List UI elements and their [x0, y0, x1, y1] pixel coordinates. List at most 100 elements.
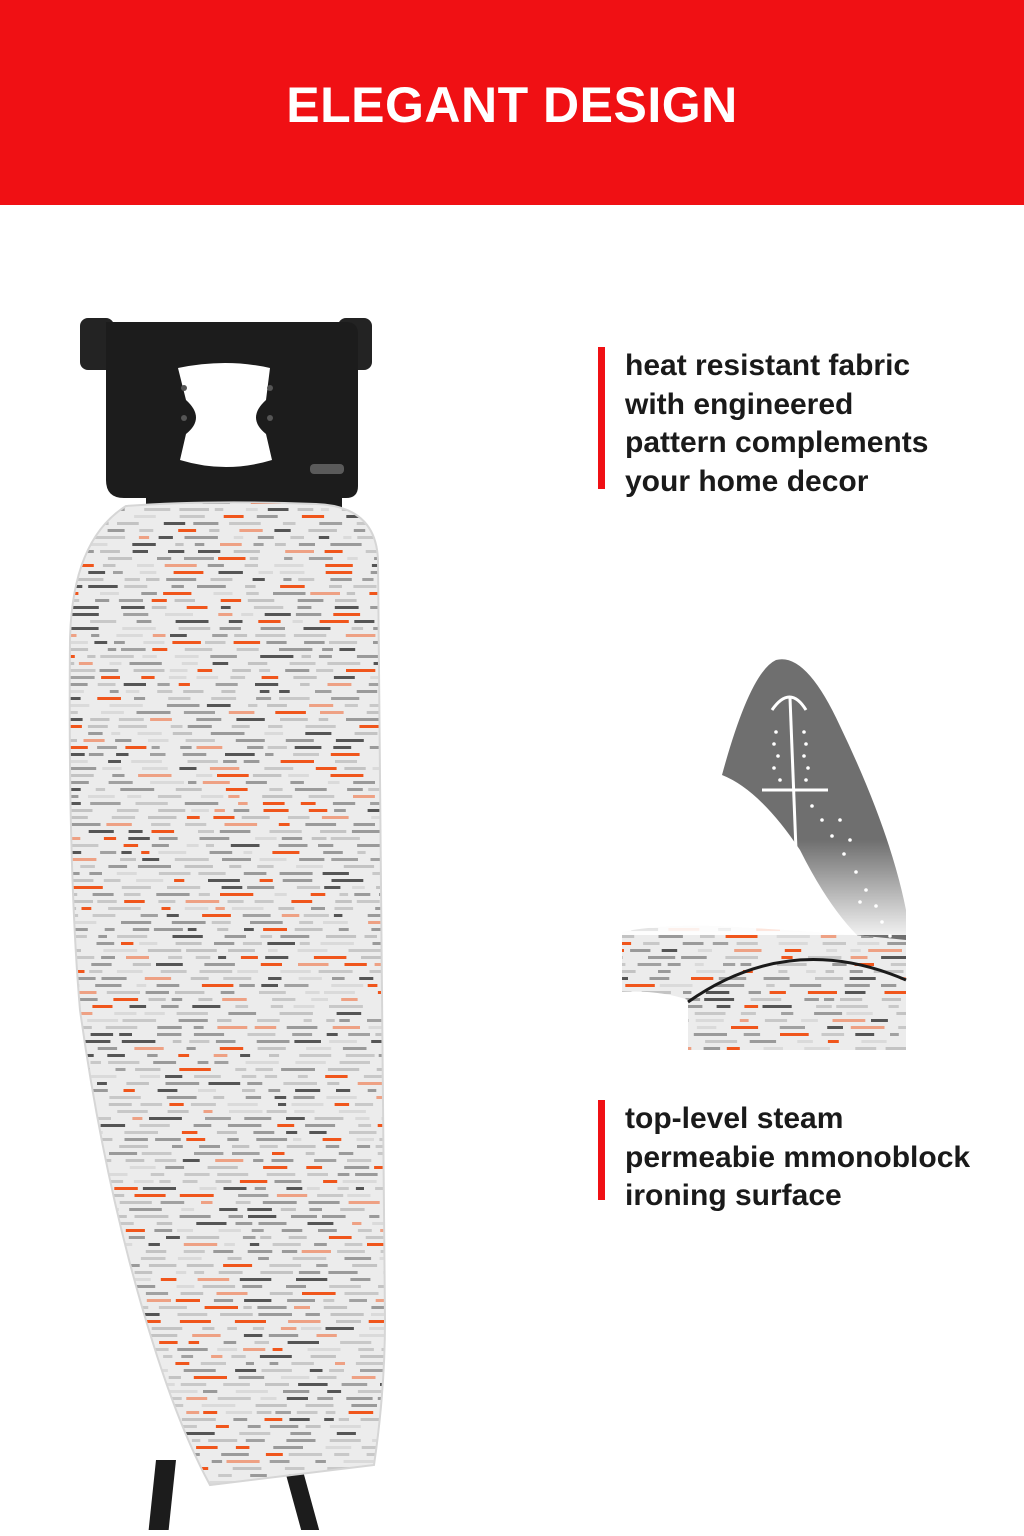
fabric-dash [287, 1341, 319, 1344]
fabric-dash [762, 1005, 792, 1008]
fabric-dash [69, 502, 82, 504]
fabric-dash [69, 851, 82, 854]
fabric-dash [100, 1124, 126, 1127]
fabric-dash [69, 690, 84, 693]
fabric-dash [111, 1481, 130, 1484]
fabric-dash [69, 1313, 90, 1316]
fabric-dash [244, 1299, 272, 1302]
fabric-dash [266, 1173, 296, 1176]
fabric-dash [695, 1019, 724, 1022]
fabric-dash [247, 1033, 276, 1036]
fabric-dash [292, 1257, 327, 1260]
fabric-dash [217, 1173, 249, 1176]
feature-surface: top-level steam permeabie mmonoblock iro… [598, 1100, 970, 1216]
fabric-dash [133, 1180, 154, 1183]
fabric-dash [227, 1327, 237, 1330]
fabric-dash [216, 1292, 248, 1295]
fabric-dash [226, 1460, 260, 1463]
fabric-dash [359, 977, 374, 980]
fabric-dash [368, 921, 385, 924]
fabric-dash [90, 1033, 114, 1036]
fabric-dash [383, 1271, 385, 1274]
fabric-dash [256, 515, 278, 518]
fabric-dash [448, 1327, 459, 1330]
fabric-dash [239, 529, 263, 532]
fabric-dash [94, 1376, 121, 1379]
fabric-dash [136, 711, 171, 714]
fabric-dash [144, 977, 172, 980]
fabric-dash [288, 774, 309, 777]
fabric-dash [691, 977, 714, 980]
fabric-dash [863, 1054, 876, 1057]
fabric-dash [305, 732, 332, 735]
fabric-dash [117, 522, 139, 525]
fabric-dash [353, 529, 366, 532]
fabric-dash [446, 648, 460, 651]
fabric-dash [250, 921, 283, 924]
fabric-dash [69, 627, 99, 630]
fabric-dash [368, 683, 385, 686]
fabric-dash [270, 1005, 284, 1008]
fabric-dash [382, 760, 385, 763]
fabric-dash [268, 1334, 299, 1337]
fabric-dash [69, 669, 96, 672]
fabric-dash [290, 781, 304, 784]
fabric-dash [189, 1040, 210, 1043]
fabric-dash [236, 648, 259, 651]
fabric-dash [381, 1348, 385, 1351]
fabric-dash [232, 1467, 262, 1470]
fabric-dash [280, 718, 308, 721]
fabric-dash [625, 984, 655, 987]
fabric-dash [69, 599, 80, 602]
fabric-dash [217, 1019, 232, 1022]
fabric-dash [69, 1250, 84, 1253]
fabric-dash [826, 949, 838, 952]
fabric-dash [113, 571, 123, 574]
fabric-dash [184, 865, 213, 868]
fabric-dash [376, 886, 385, 889]
fabric-dash [239, 984, 255, 987]
fabric-dash [238, 802, 248, 805]
fabric-dash [194, 1152, 224, 1155]
fabric-dash [622, 1012, 635, 1015]
fabric-dash [440, 1229, 455, 1232]
fabric-dash [357, 536, 374, 539]
fabric-dash [260, 1236, 272, 1239]
fabric-dash [282, 522, 296, 525]
fabric-dash [603, 984, 618, 987]
fabric-dash [280, 935, 310, 938]
fabric-dash [174, 858, 209, 861]
fabric-dash [333, 746, 352, 749]
fabric-dash [280, 970, 311, 973]
fabric-dash [389, 1047, 409, 1050]
fabric-dash [643, 942, 660, 945]
fabric-dash [69, 725, 82, 728]
fabric-dash [437, 1243, 460, 1246]
fabric-dash [69, 879, 94, 882]
fabric-dash [429, 844, 456, 847]
fabric-dash [69, 977, 96, 980]
fabric-dash [778, 970, 788, 973]
fabric-dash [125, 1418, 159, 1421]
fabric-dash [255, 1404, 287, 1407]
fabric-dash [327, 1082, 340, 1085]
fabric-dash [360, 1418, 381, 1421]
fabric-dash [449, 1159, 460, 1162]
fabric-dash [804, 998, 819, 1001]
fabric-dash [184, 802, 219, 805]
fabric-dash [371, 1313, 385, 1316]
fabric-dash [325, 1075, 348, 1078]
fabric-dash [395, 662, 404, 665]
fabric-dash [287, 816, 310, 819]
fabric-dash [435, 1299, 448, 1302]
fabric-dash [274, 543, 286, 546]
fabric-dash [344, 1166, 370, 1169]
fabric-dash [163, 1355, 173, 1358]
fabric-dash [193, 522, 219, 525]
fabric-dash [431, 970, 439, 973]
fabric-dash [404, 844, 423, 847]
fabric-dash [300, 802, 316, 805]
fabric-dash [281, 1229, 303, 1232]
fabric-dash [133, 669, 165, 672]
fabric-dash [646, 1005, 656, 1008]
